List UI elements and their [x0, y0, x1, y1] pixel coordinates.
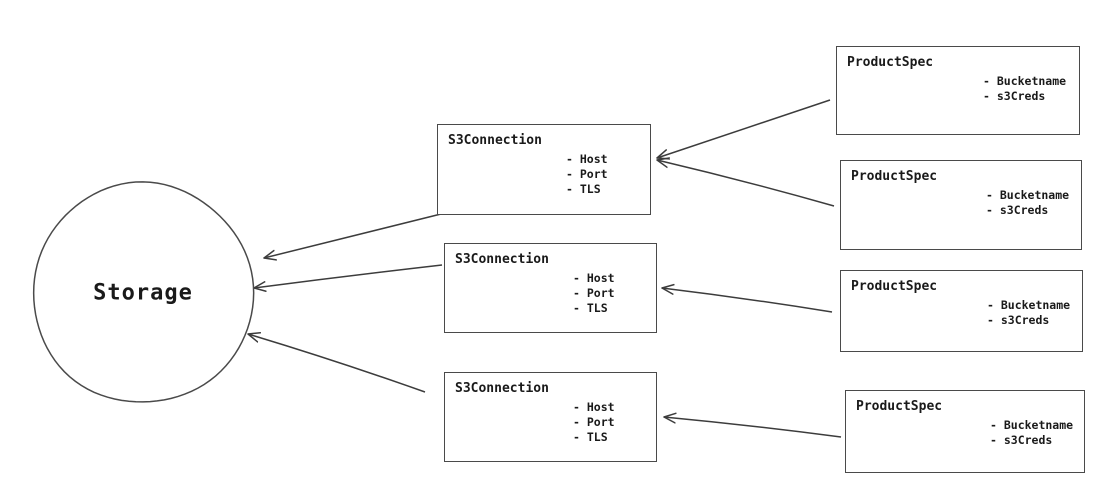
productspec-attribute: - s3Creds [987, 313, 1050, 327]
s3connection-attribute-list: - Host- Port- TLS [573, 400, 615, 445]
spec3-to-conn2-arrow [662, 288, 833, 313]
conn3-to-storage-arrow [248, 334, 426, 393]
productspec-box-1[interactable]: ProductSpec - Bucketname- s3Creds [836, 46, 1080, 135]
productspec-attribute: - Bucketname [986, 188, 1070, 202]
s3connection-box-1[interactable]: S3Connection - Host- Port- TLS [437, 124, 651, 215]
s3connection-title: S3Connection [455, 252, 549, 267]
s3connection-attribute: - Host [573, 271, 615, 285]
productspec-attribute: - Bucketname [987, 298, 1071, 312]
productspec-attribute: - s3Creds [990, 433, 1053, 447]
productspec-box-3[interactable]: ProductSpec - Bucketname- s3Creds [840, 270, 1083, 352]
productspec-attribute-list: - Bucketname- s3Creds [990, 418, 1073, 448]
productspec-box-2[interactable]: ProductSpec - Bucketname- s3Creds [840, 160, 1082, 250]
productspec-title: ProductSpec [851, 279, 938, 294]
s3connection-attribute: - Port [573, 415, 615, 429]
s3connection-attribute: - TLS [573, 430, 608, 444]
productspec-attribute: - Bucketname [990, 418, 1074, 432]
productspec-attribute: - s3Creds [986, 203, 1049, 217]
s3connection-attribute-list: - Host- Port- TLS [566, 152, 608, 197]
spec1-to-conn1-arrow [657, 99, 831, 158]
s3connection-title: S3Connection [455, 381, 549, 396]
productspec-attribute-list: - Bucketname- s3Creds [987, 298, 1070, 328]
s3connection-attribute: - Port [573, 286, 615, 300]
spec2-to-conn1-arrow [657, 160, 835, 207]
s3connection-attribute: - Port [566, 167, 608, 181]
s3connection-attribute: - TLS [566, 182, 601, 196]
productspec-box-4[interactable]: ProductSpec - Bucketname- s3Creds [845, 390, 1085, 473]
spec4-to-conn3-arrow [664, 417, 842, 438]
storage-circle-label: Storage [93, 280, 193, 306]
s3connection-attribute: - Host [566, 152, 608, 166]
productspec-attribute-list: - Bucketname- s3Creds [983, 74, 1066, 104]
s3connection-attribute-list: - Host- Port- TLS [573, 271, 615, 316]
conn2-to-storage-arrow [254, 264, 443, 288]
s3connection-title: S3Connection [448, 133, 542, 148]
productspec-title: ProductSpec [856, 399, 943, 414]
productspec-attribute-list: - Bucketname- s3Creds [986, 188, 1069, 218]
s3connection-attribute: - TLS [573, 301, 608, 315]
productspec-attribute: - s3Creds [983, 89, 1046, 103]
s3connection-box-3[interactable]: S3Connection - Host- Port- TLS [444, 372, 657, 462]
productspec-title: ProductSpec [851, 169, 938, 184]
productspec-title: ProductSpec [847, 55, 934, 70]
productspec-attribute: - Bucketname [983, 74, 1067, 88]
conn1-to-storage-arrow [264, 213, 442, 258]
s3connection-attribute: - Host [573, 400, 615, 414]
s3connection-box-2[interactable]: S3Connection - Host- Port- TLS [444, 243, 657, 333]
